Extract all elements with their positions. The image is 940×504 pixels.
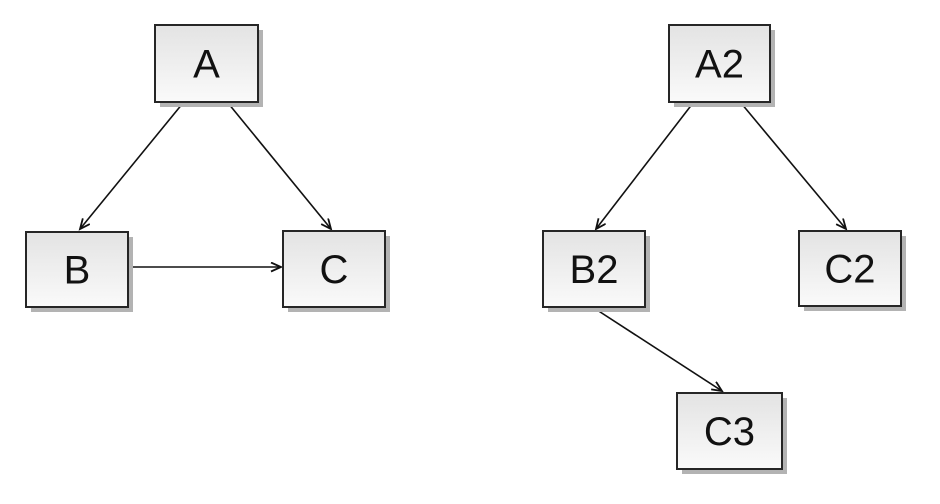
node-box [25, 231, 129, 308]
node-A2: A2 [668, 24, 775, 107]
node-C2: C2 [798, 230, 906, 311]
node-box [542, 230, 646, 308]
node-label: B [64, 249, 91, 293]
left-graph: A B C [25, 24, 390, 312]
node-label: A [193, 43, 220, 87]
node-box [798, 230, 902, 307]
node-label: A2 [695, 43, 744, 87]
edge-A-to-B [80, 102, 184, 229]
node-box [154, 24, 259, 103]
edge-A-to-C [227, 102, 331, 229]
edge-A2-to-B2 [596, 102, 694, 229]
node-B: B [25, 231, 133, 312]
node-label: C3 [704, 410, 755, 454]
node-label: C2 [824, 248, 875, 292]
node-label: C [320, 248, 349, 292]
node-box [668, 24, 771, 103]
edge-A2-to-C2 [740, 102, 846, 229]
node-C: C [282, 230, 390, 312]
node-A: A [154, 24, 263, 107]
node-B2: B2 [542, 230, 650, 312]
node-box [282, 230, 386, 308]
edge-B2-to-C3 [593, 307, 722, 391]
node-label: B2 [570, 248, 619, 292]
node-C3: C3 [676, 392, 787, 474]
node-box [676, 392, 783, 470]
